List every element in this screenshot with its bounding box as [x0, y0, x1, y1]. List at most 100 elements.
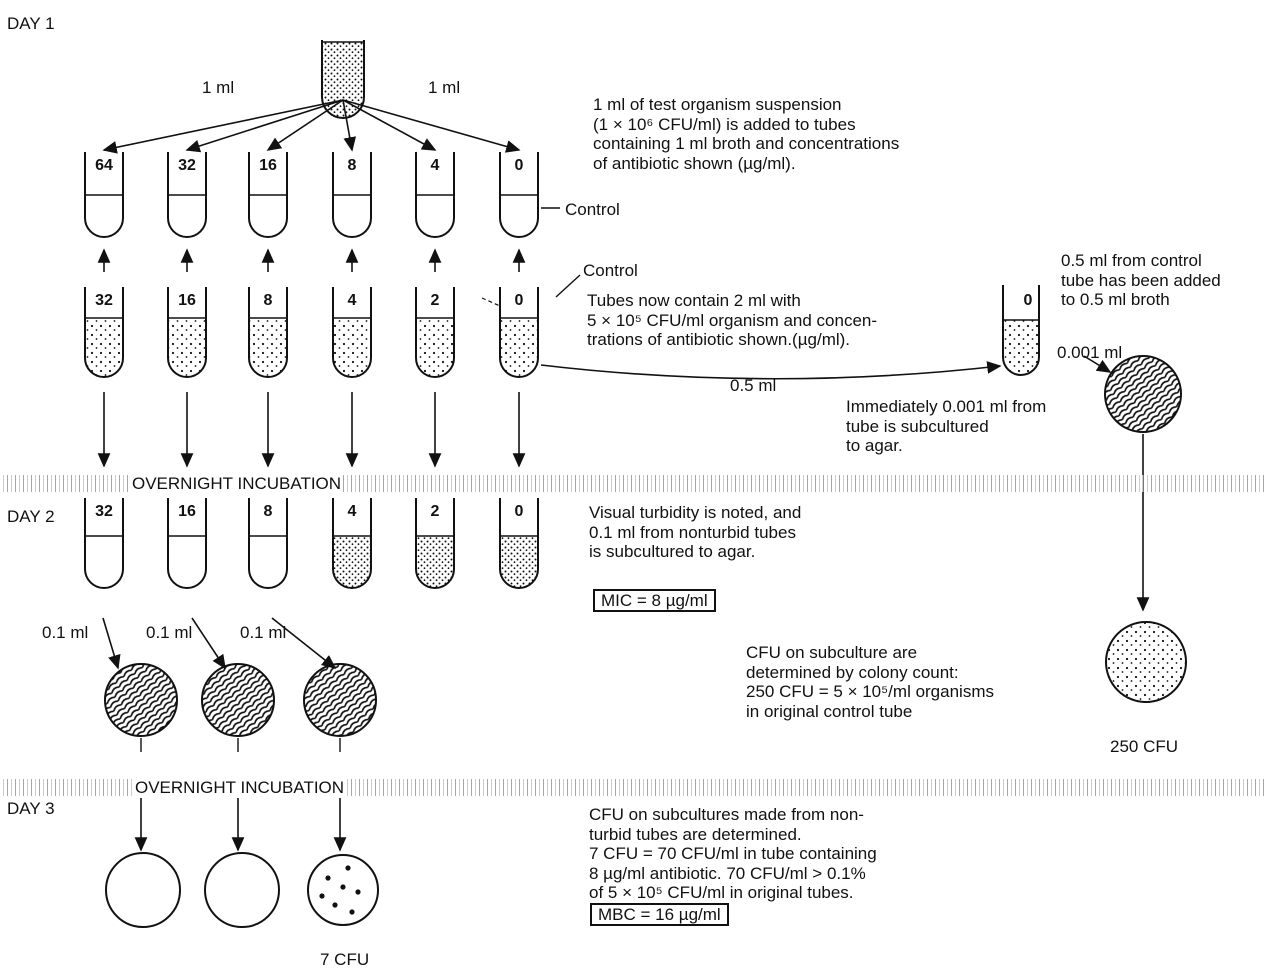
note-line: 8 µg/ml antibiotic. 70 CFU/ml > 0.1% [589, 864, 877, 884]
note-line: Tubes now contain 2 ml with [587, 291, 877, 311]
note-colony-count: CFU on subculture are determined by colo… [746, 643, 994, 721]
note-day1-suspension: 1 ml of test organism suspension (1 × 10… [593, 95, 899, 173]
tube-row1-label-5: 0 [499, 157, 539, 175]
colony-5 [349, 909, 354, 914]
colony-3 [332, 902, 337, 907]
tube-row2-3-contents [333, 318, 371, 377]
colony-1 [345, 865, 350, 870]
note-line: 0.1 ml from nonturbid tubes [589, 523, 801, 543]
tube-row2-label-5: 0 [499, 292, 539, 310]
control-pointer-row2 [556, 275, 580, 297]
day1-label: DAY 1 [7, 14, 55, 33]
cfu-control-label: 250 CFU [1110, 737, 1178, 756]
day2-subculture-plate-0 [105, 664, 177, 736]
control-tube-label: 0 [1008, 292, 1048, 310]
transfer-label-right: 1 ml [428, 78, 460, 97]
note-line: turbid tubes are determined. [589, 825, 877, 845]
day3-label: DAY 3 [7, 799, 55, 818]
transfer-label-tenth-ml-2: 0.1 ml [146, 623, 192, 642]
control-agar-plate [1105, 356, 1181, 432]
note-line: determined by colony count: [746, 663, 994, 683]
note-line: 5 × 10⁵ CFU/ml organism and concen- [587, 311, 877, 331]
colony-2 [355, 889, 360, 894]
note-line: tube is subcultured [846, 417, 1046, 437]
note-line: to agar. [846, 436, 1046, 456]
control-dash [482, 298, 500, 306]
note-line: 1 ml of test organism suspension [593, 95, 899, 115]
note-line: containing 1 ml broth and concentrations [593, 134, 899, 154]
tube-day2-label-3: 4 [332, 503, 372, 521]
tube-day2-3-contents [333, 536, 371, 588]
note-line: 7 CFU = 70 CFU/ml in tube containing [589, 844, 877, 864]
stock-suspension-tube-contents [322, 42, 364, 118]
tube-row2-1-contents [168, 318, 206, 377]
colony-6 [340, 884, 345, 889]
tube-row2-5-contents [500, 318, 538, 377]
tube-day2-5-contents [500, 536, 538, 588]
tube-day2-label-0: 32 [84, 503, 124, 521]
tube-row2-label-4: 2 [415, 292, 455, 310]
control-count-plate [1106, 622, 1186, 702]
control-label-row2: Control [583, 261, 638, 280]
tube-row2-4-contents [416, 318, 454, 377]
transfer-label-left: 1 ml [202, 78, 234, 97]
control-dilution-tube-contents [1003, 320, 1039, 375]
tube-row1-label-3: 8 [332, 157, 372, 175]
tube-day2-label-1: 16 [167, 503, 207, 521]
note-line: in original control tube [746, 702, 994, 722]
day3-plate-32 [106, 853, 180, 927]
tube-row2-2-contents [249, 318, 287, 377]
day2-subculture-plate-2 [304, 664, 376, 736]
tube-row2-0-contents [85, 318, 123, 377]
arrow-stock-to-tube-5 [343, 100, 519, 150]
note-line: trations of antibiotic shown.(µg/ml). [587, 330, 877, 350]
colony-4 [319, 893, 324, 898]
arrow-stock-to-tube-1 [187, 100, 343, 150]
note-line: to 0.5 ml broth [1061, 290, 1221, 310]
colony-0 [325, 875, 330, 880]
transfer-label-half-ml: 0.5 ml [730, 376, 776, 395]
note-control-dilution: 0.5 ml from control tube has been added … [1061, 251, 1221, 310]
mbc-result-box: MBC = 16 µg/ml [590, 903, 729, 926]
tube-day2-label-2: 8 [248, 503, 288, 521]
mic-result-box: MIC = 8 µg/ml [593, 589, 716, 612]
incubation-label-2: OVERNIGHT INCUBATION [133, 778, 346, 798]
note-day3-cfu: CFU on subcultures made from non- turbid… [589, 805, 877, 903]
transfer-label-tenth-ml-3: 0.1 ml [240, 623, 286, 642]
note-line: CFU on subcultures made from non- [589, 805, 877, 825]
day2-label: DAY 2 [7, 507, 55, 526]
note-line: tube has been added [1061, 271, 1221, 291]
note-line: Visual turbidity is noted, and [589, 503, 801, 523]
note-line: 250 CFU = 5 × 10⁵/ml organisms [746, 682, 994, 702]
tube-row2-label-0: 32 [84, 292, 124, 310]
tube-row2-label-1: 16 [167, 292, 207, 310]
incubation-label-1: OVERNIGHT INCUBATION [130, 474, 343, 494]
arrow-day2-to-plate-1 [192, 618, 225, 668]
note-line: CFU on subculture are [746, 643, 994, 663]
note-line: (1 × 10⁶ CFU/ml) is added to tubes [593, 115, 899, 135]
tube-row1-label-1: 32 [167, 157, 207, 175]
note-line: is subcultured to agar. [589, 542, 801, 562]
day3-plate-16 [205, 853, 279, 927]
note-line: of 5 × 10⁵ CFU/ml in original tubes. [589, 883, 877, 903]
tube-row1-label-0: 64 [84, 157, 124, 175]
note-line: of antibiotic shown (µg/ml). [593, 154, 899, 174]
note-tubes-2ml: Tubes now contain 2 ml with 5 × 10⁵ CFU/… [587, 291, 877, 350]
control-label-row1: Control [565, 200, 620, 219]
note-line: 0.5 ml from control [1061, 251, 1221, 271]
note-immediate-subculture: Immediately 0.001 ml from tube is subcul… [846, 397, 1046, 456]
transfer-label-tenth-ml-1: 0.1 ml [42, 623, 88, 642]
arrow-day2-to-plate-0 [103, 618, 118, 668]
tube-row2-label-3: 4 [332, 292, 372, 310]
tube-day2-label-5: 0 [499, 503, 539, 521]
transfer-label-thousandth-ml: 0.001 ml [1057, 343, 1122, 362]
tube-day2-4-contents [416, 536, 454, 588]
note-visual-turbidity: Visual turbidity is noted, and 0.1 ml fr… [589, 503, 801, 562]
arrow-stock-to-tube-0 [104, 100, 343, 150]
tube-day2-label-4: 2 [415, 503, 455, 521]
tube-row1-label-2: 16 [248, 157, 288, 175]
note-line: Immediately 0.001 ml from [846, 397, 1046, 417]
day2-subculture-plate-1 [202, 664, 274, 736]
day3-plate-8 [308, 855, 378, 925]
